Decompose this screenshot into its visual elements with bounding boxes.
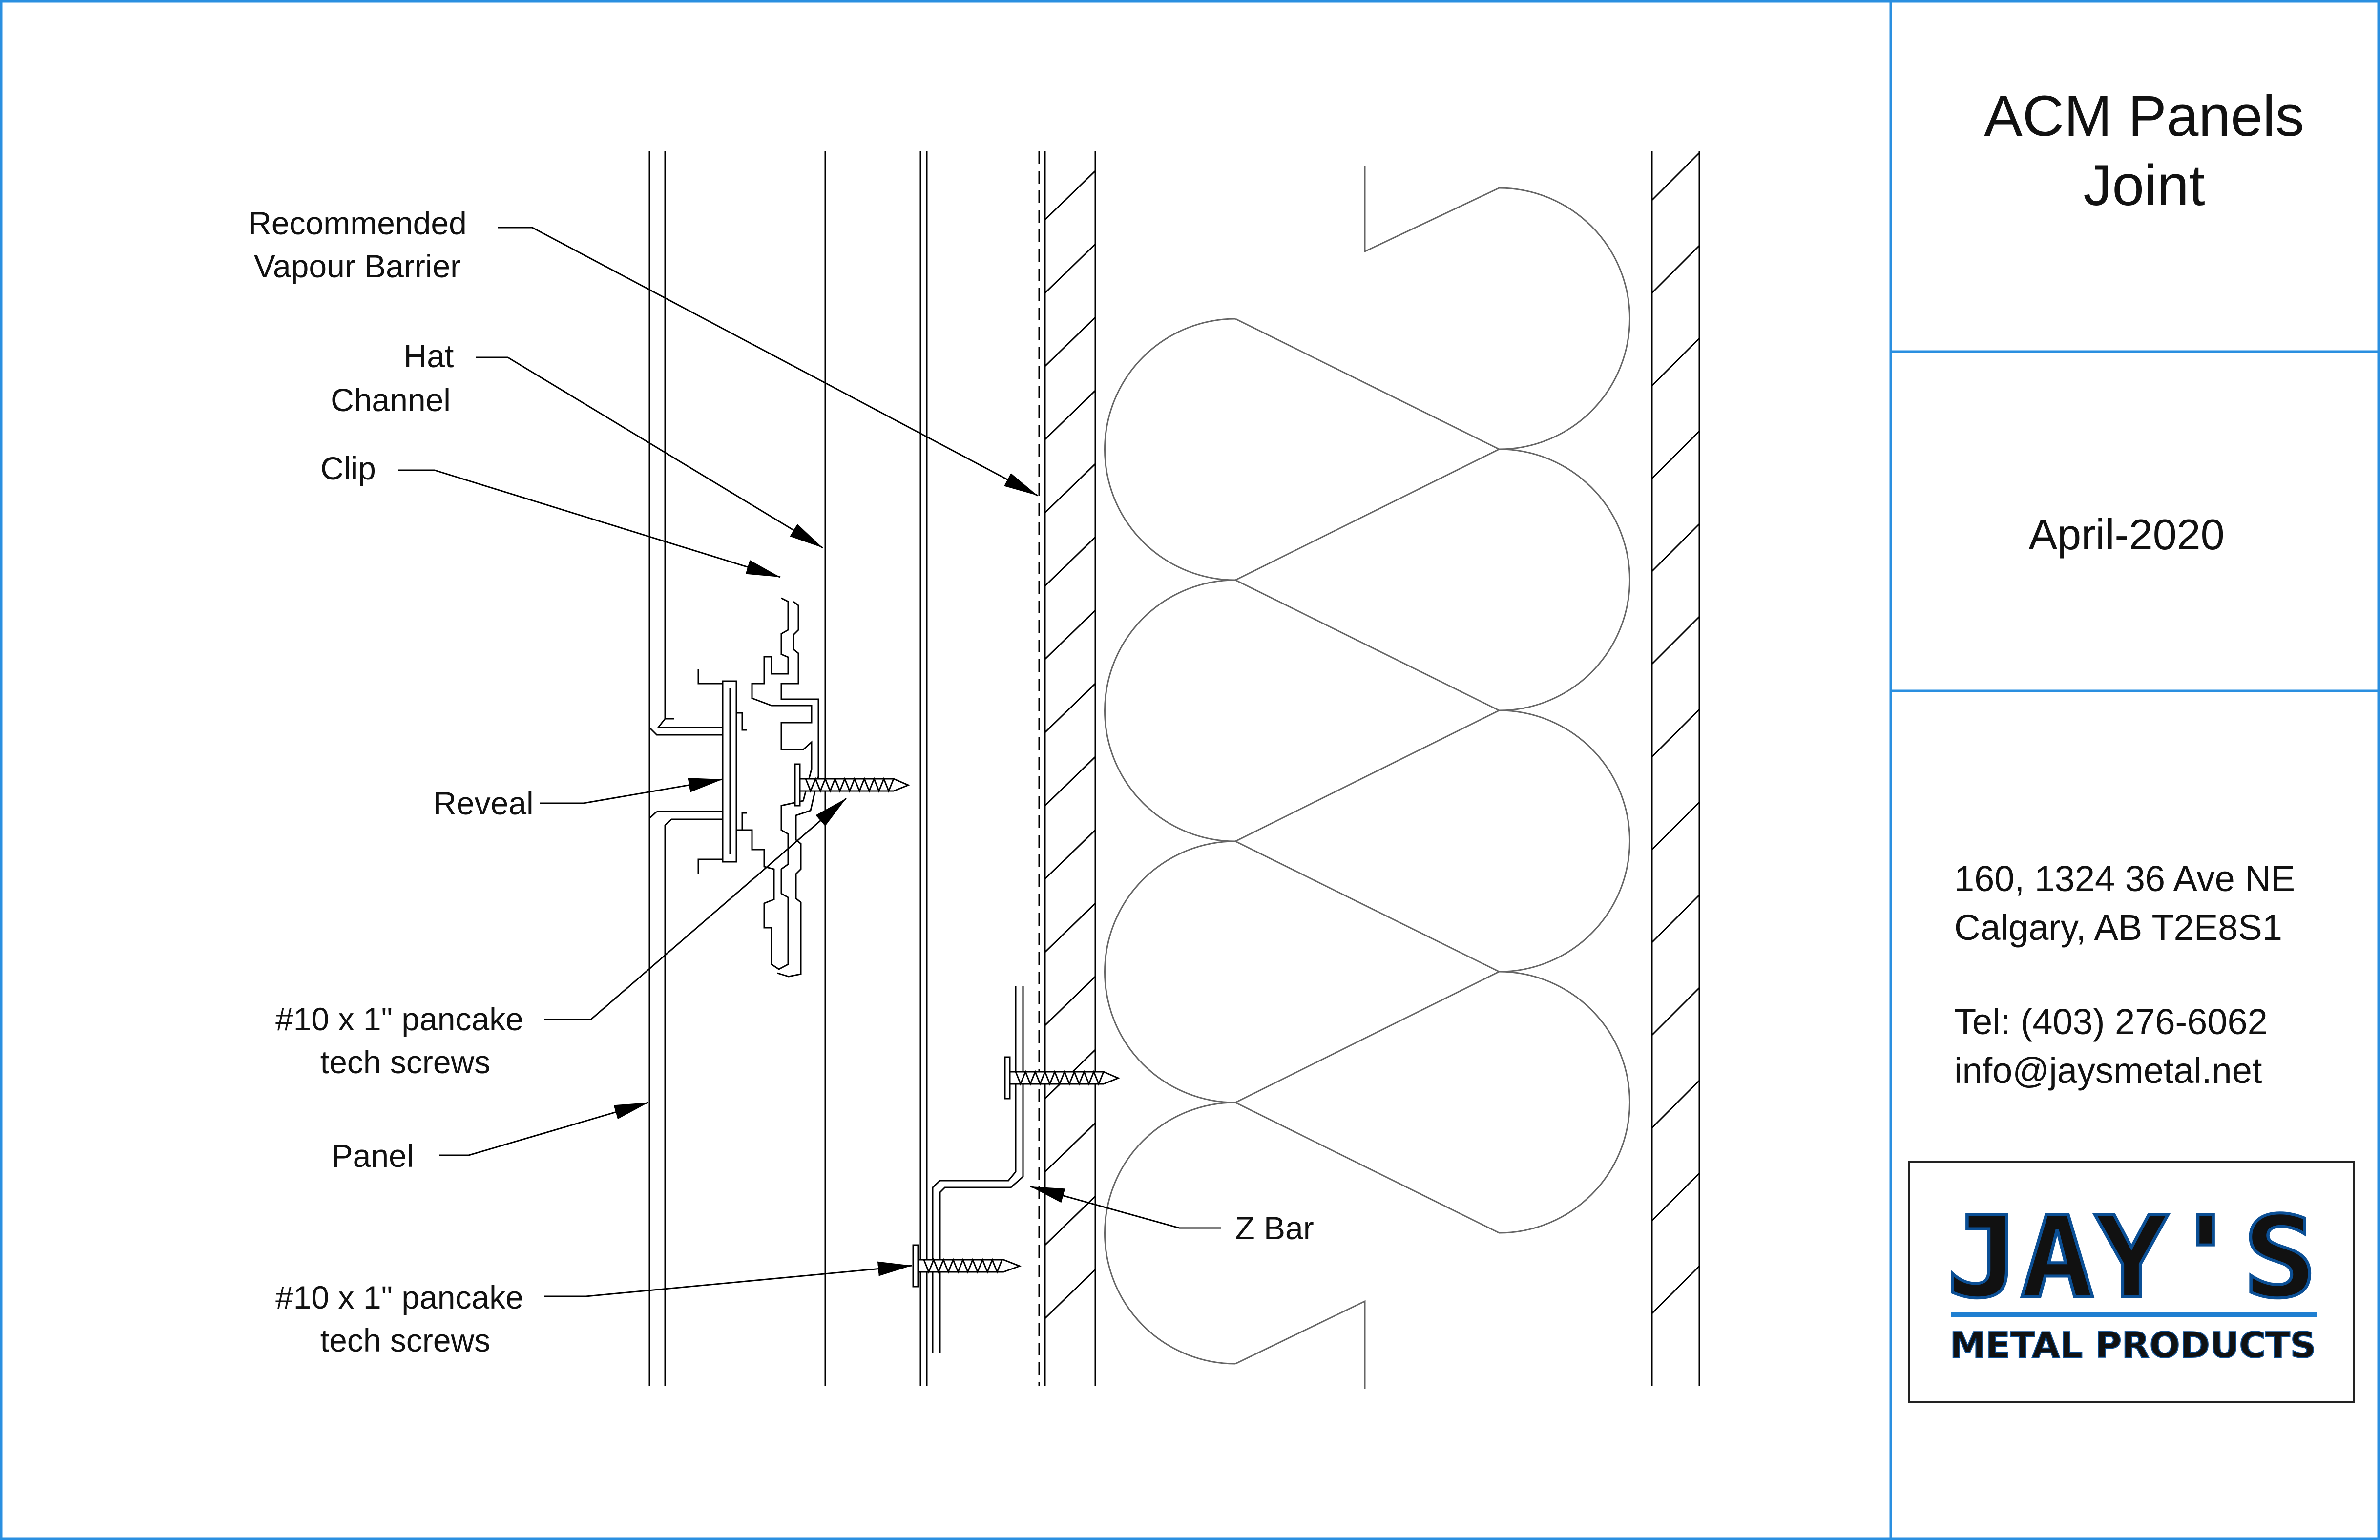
callout-panel: Panel bbox=[332, 1138, 414, 1174]
title-line-2: Joint bbox=[2083, 153, 2205, 218]
leader-lines bbox=[398, 227, 1221, 1297]
z-bar-screw-upper bbox=[1004, 1056, 1120, 1100]
wall-section bbox=[648, 151, 1700, 1389]
leader-vapour-barrier bbox=[498, 227, 1038, 497]
title-block: ACM Panels Joint April-2020 160, 1324 36… bbox=[1889, 1, 2379, 1539]
phone-number: Tel: (403) 276-6062 bbox=[1954, 1001, 2268, 1042]
callout-vapour-barrier-line-1: Recommended bbox=[248, 205, 467, 241]
leader-z-bar bbox=[1030, 1186, 1221, 1229]
logo-subtitle-text: METAL PRODUCTS bbox=[1950, 1325, 2316, 1366]
leader-screws-upper bbox=[544, 797, 847, 1020]
callout-screws-lower-line-2: tech screws bbox=[320, 1322, 490, 1358]
z-bar-screw-lower bbox=[912, 1244, 1022, 1288]
logo-frame bbox=[1908, 1161, 2355, 1403]
email-address: info@jaysmetal.net bbox=[1954, 1050, 2262, 1091]
callout-screws-upper-line-1: #10 x 1" pancake bbox=[275, 1001, 523, 1037]
callout-reveal: Reveal bbox=[433, 785, 533, 821]
callout-z-bar: Z Bar bbox=[1235, 1210, 1314, 1246]
drawing-date: April-2020 bbox=[2028, 510, 2224, 559]
reveal-extrusion bbox=[697, 669, 747, 874]
title-line-1: ACM Panels bbox=[1984, 84, 2304, 148]
callout-hat-channel-line-2: Channel bbox=[331, 382, 451, 418]
sheathing bbox=[1044, 151, 1096, 1386]
callout-hat-channel-line-1: Hat bbox=[404, 338, 454, 374]
callout-vapour-barrier-line-2: Vapour Barrier bbox=[254, 248, 461, 284]
callout-screws-lower-line-1: #10 x 1" pancake bbox=[275, 1279, 523, 1315]
acm-panel bbox=[648, 151, 723, 1386]
leader-reveal bbox=[540, 778, 723, 804]
callout-labels: Recommended Vapour Barrier Hat Channel C… bbox=[248, 205, 1314, 1358]
insulation-batt bbox=[1104, 166, 1630, 1389]
logo-brand-text: JAY'S bbox=[1946, 1193, 2317, 1323]
company-logo: JAY'S METAL PRODUCTS bbox=[1908, 1161, 2355, 1403]
leader-hat-channel bbox=[476, 356, 823, 549]
callout-clip: Clip bbox=[320, 450, 376, 486]
z-bar bbox=[932, 986, 1024, 1353]
reveal-screw bbox=[794, 763, 910, 807]
hat-channel bbox=[824, 151, 928, 1386]
leader-clip bbox=[398, 469, 781, 578]
leader-panel bbox=[439, 1102, 649, 1156]
interior-drywall bbox=[1651, 151, 1700, 1386]
leader-screws-lower bbox=[544, 1261, 913, 1297]
callout-screws-upper-line-2: tech screws bbox=[320, 1044, 490, 1080]
address-line-1: 160, 1324 36 Ave NE bbox=[1954, 858, 2295, 899]
address-line-2: Calgary, AB T2E8S1 bbox=[1954, 907, 2282, 948]
